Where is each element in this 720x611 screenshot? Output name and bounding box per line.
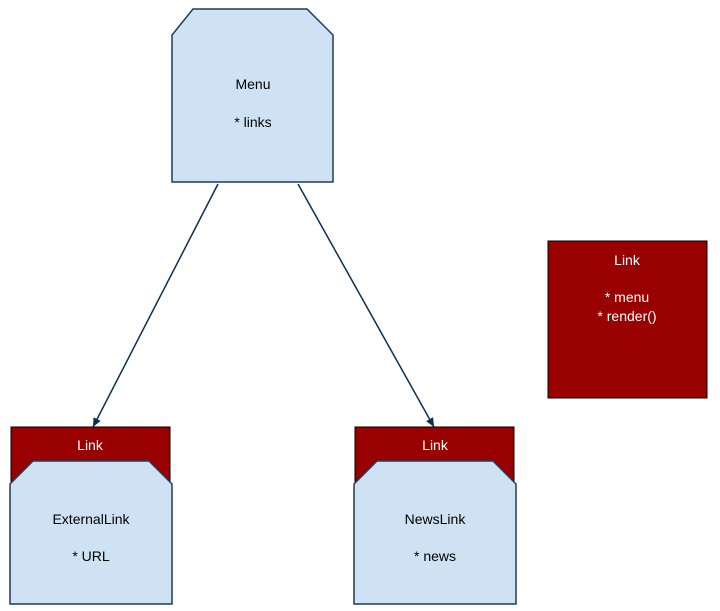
edge-menu-to-newslink [297,183,435,428]
externallink-parent-label: Link [77,437,104,453]
link-node-shape [547,240,708,399]
externallink-node: Link ExternalLink * URL [9,426,173,605]
externallink-title: ExternalLink [52,511,130,527]
newslink-node: Link NewsLink * news [353,426,517,605]
newslink-title: NewsLink [405,511,467,527]
link-node-attribute-menu: * menu [605,289,649,305]
link-node: Link * menu * render() [547,240,708,399]
menu-node-shape [171,8,334,183]
menu-node: Menu * links [171,8,334,183]
newslink-node-shape [353,460,517,605]
newslink-parent-label: Link [422,437,449,453]
newslink-attribute: * news [414,548,456,564]
link-node-method-render: * render() [597,308,656,324]
externallink-node-shape [9,460,173,605]
externallink-attribute: * URL [72,548,110,564]
menu-title: Menu [235,76,270,92]
menu-attribute: * links [234,114,271,130]
edge-menu-to-externallink [92,183,219,428]
link-node-title: Link [614,252,641,268]
